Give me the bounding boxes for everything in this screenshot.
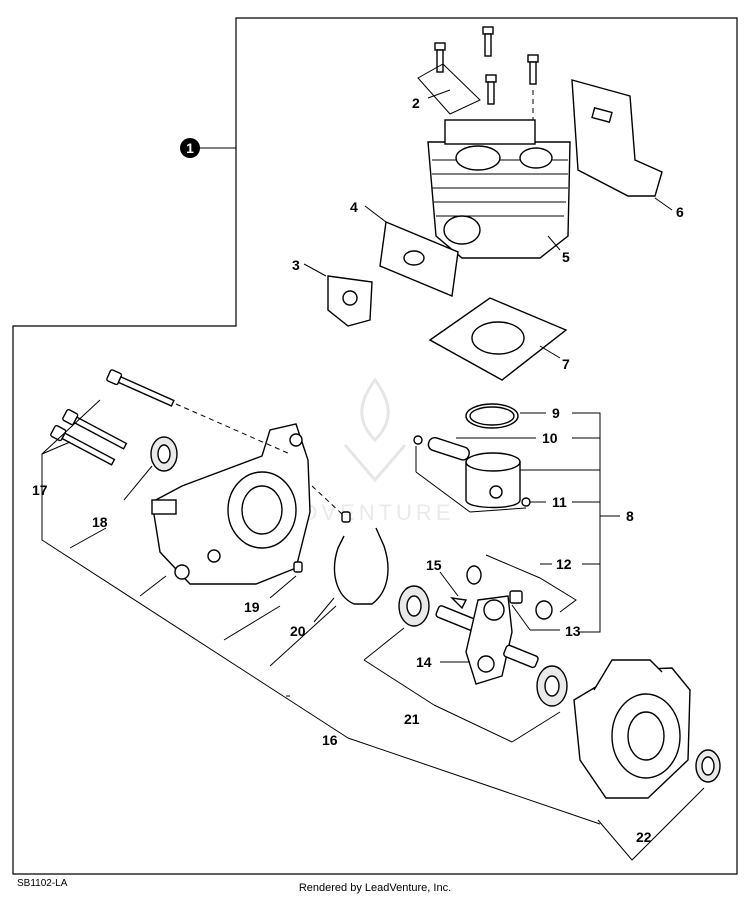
callout-7: 7	[562, 356, 570, 372]
dowel-pin[interactable]	[341, 511, 351, 523]
cylinder-bolt-set[interactable]	[434, 26, 539, 105]
heat-shield[interactable]	[571, 79, 663, 197]
callout-12: 12	[556, 556, 572, 572]
callout-21: 21	[404, 711, 420, 727]
assembly-badge-number: 1	[186, 140, 194, 156]
needle-bearing[interactable]	[509, 590, 523, 604]
callout-9: 9	[552, 405, 560, 421]
callout-2: 2	[412, 95, 420, 111]
callout-5: 5	[562, 249, 570, 265]
main-bearing[interactable]	[398, 585, 430, 627]
circlip[interactable]	[521, 497, 531, 507]
piston-pin[interactable]	[427, 436, 471, 461]
callout-16: 16	[322, 732, 338, 748]
callout-3: 3	[292, 257, 300, 273]
footer-credit: Rendered by LeadVenture, Inc.	[298, 882, 452, 894]
callout-6: 6	[676, 204, 684, 220]
oil-seal-left[interactable]	[150, 436, 178, 472]
callout-14: 14	[416, 654, 432, 670]
callout-17: 17	[32, 482, 48, 498]
crankcase-left[interactable]	[151, 423, 311, 585]
callout-20: 20	[290, 623, 306, 639]
dowel-pin[interactable]	[293, 561, 303, 573]
crankcase-right[interactable]	[573, 659, 691, 799]
callout-4: 4	[350, 199, 358, 215]
callout-19: 19	[244, 599, 260, 615]
cylinder[interactable]	[427, 119, 571, 259]
callout-13: 13	[565, 623, 581, 639]
svg-text:DVENTURE: DVENTURE	[301, 500, 454, 525]
assembly-frame	[12, 17, 738, 875]
assembly-badge[interactable]	[180, 138, 200, 158]
oil-seal-right[interactable]	[695, 749, 721, 783]
woodruff-key[interactable]	[450, 597, 468, 610]
main-bearing[interactable]	[536, 665, 568, 707]
diagram-code: SB1102-LA	[17, 878, 68, 889]
connecting-rod-washer[interactable]	[466, 565, 482, 585]
callout-11: 11	[552, 494, 567, 510]
callout-22: 22	[636, 829, 652, 845]
circlip[interactable]	[413, 435, 423, 445]
callout-18: 18	[92, 514, 108, 530]
piston[interactable]	[465, 452, 521, 509]
crankcase-screw-set[interactable]	[50, 369, 175, 467]
callout-8: 8	[626, 508, 634, 524]
crank-washer[interactable]	[535, 600, 553, 620]
crankshaft[interactable]	[435, 595, 539, 685]
callout-15: 15	[426, 557, 442, 573]
watermark-logo: DVENTURE	[301, 377, 454, 525]
callout-10: 10	[542, 430, 558, 446]
crankcase-gasket[interactable]	[333, 527, 389, 605]
